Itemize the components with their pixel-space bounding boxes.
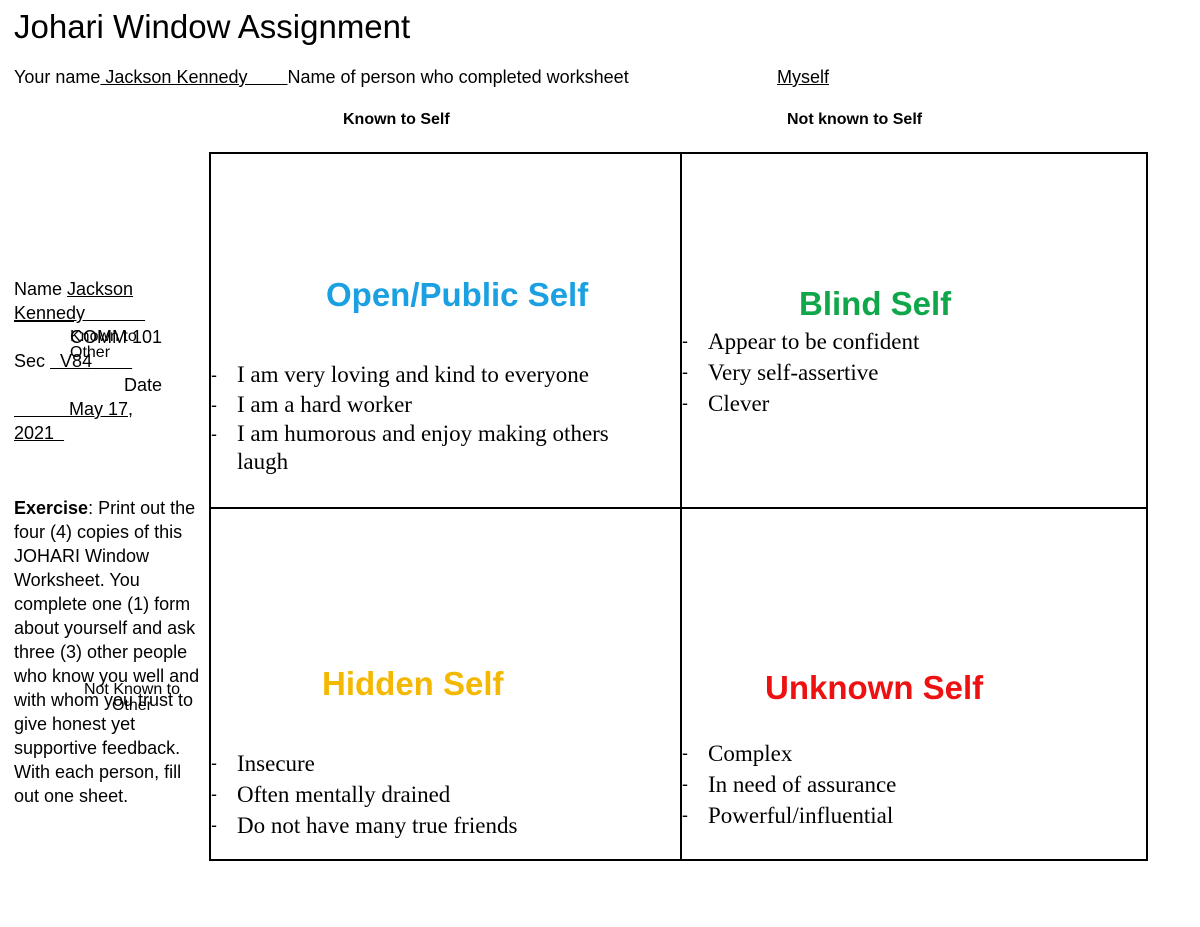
list-item: -Often mentally drained [211,782,451,807]
list-item: -I am a hard worker [211,392,412,417]
column-not-known-to-self: Not known to Self [787,111,923,128]
sidebar-name-value-1: Jackson [67,279,134,299]
sidebar-sec-value: V84 [60,351,93,371]
sidebar-name: Name Jackson Kennedy [14,277,145,325]
list-item: -Appear to be confident [682,329,920,354]
johari-grid: Open/Public Self -I am very loving and k… [209,152,1148,861]
quadrant-unknown-list: -Complex -In need of assurance -Powerful… [682,738,1128,831]
quadrant-unknown-title: Unknown Self [765,669,984,706]
sidebar-name-label: Name [14,279,68,299]
sidebar-name-value-2: Kennedy [14,303,86,323]
list-item: -Powerful/influential [682,803,894,828]
sidebar-sec: Sec V84 [14,351,132,372]
quadrant-blind-title: Blind Self [799,285,952,322]
page-title: Johari Window Assignment [14,8,411,45]
list-item: -Complex [682,741,793,766]
sidebar-underline [14,321,74,322]
completed-by-value: Myself [777,67,830,87]
completed-by-label: Name of person who completed worksheet [287,67,629,87]
column-known-to-self: Known to Self [343,111,450,128]
sidebar-date-label: Date [124,375,163,395]
your-name-value: Jackson Kennedy [100,67,288,87]
sidebar-sec-label: Sec [14,351,51,371]
grid-vertical-divider [680,154,682,859]
quadrant-blind-list: -Appear to be confident -Very self-asser… [682,326,1128,419]
list-item: -I am humorous and enjoy making others l… [211,421,609,474]
quadrant-open-title: Open/Public Self [326,276,589,313]
exercise-instructions: Exercise: Print out the four (4) copies … [14,498,200,806]
list-item: -In need of assurance [682,772,897,797]
list-item: -Clever [682,391,770,416]
not-known-to-other-label: Not Known to Other [83,681,181,714]
list-item: -Very self-assertive [682,360,879,385]
list-item: -I am very loving and kind to everyone [211,362,589,387]
quadrant-open-list: -I am very loving and kind to everyone -… [211,360,657,476]
your-name-label: Your name [14,67,101,87]
sidebar-date-year: 2021 [14,423,55,443]
quadrant-hidden-title: Hidden Self [322,665,504,702]
known-to-other-label: Known to Other [70,328,137,361]
sidebar-course: COMM 101 [70,327,163,347]
quadrant-hidden-list: -Insecure -Often mentally drained -Do no… [211,748,657,841]
name-line: Your name Jackson Kennedy Name of person… [14,67,629,88]
list-item: -Insecure [211,751,315,776]
grid-horizontal-divider [211,507,1146,509]
sidebar-date-value: May 17, [69,399,134,419]
list-item: -Do not have many true friends [211,813,518,838]
